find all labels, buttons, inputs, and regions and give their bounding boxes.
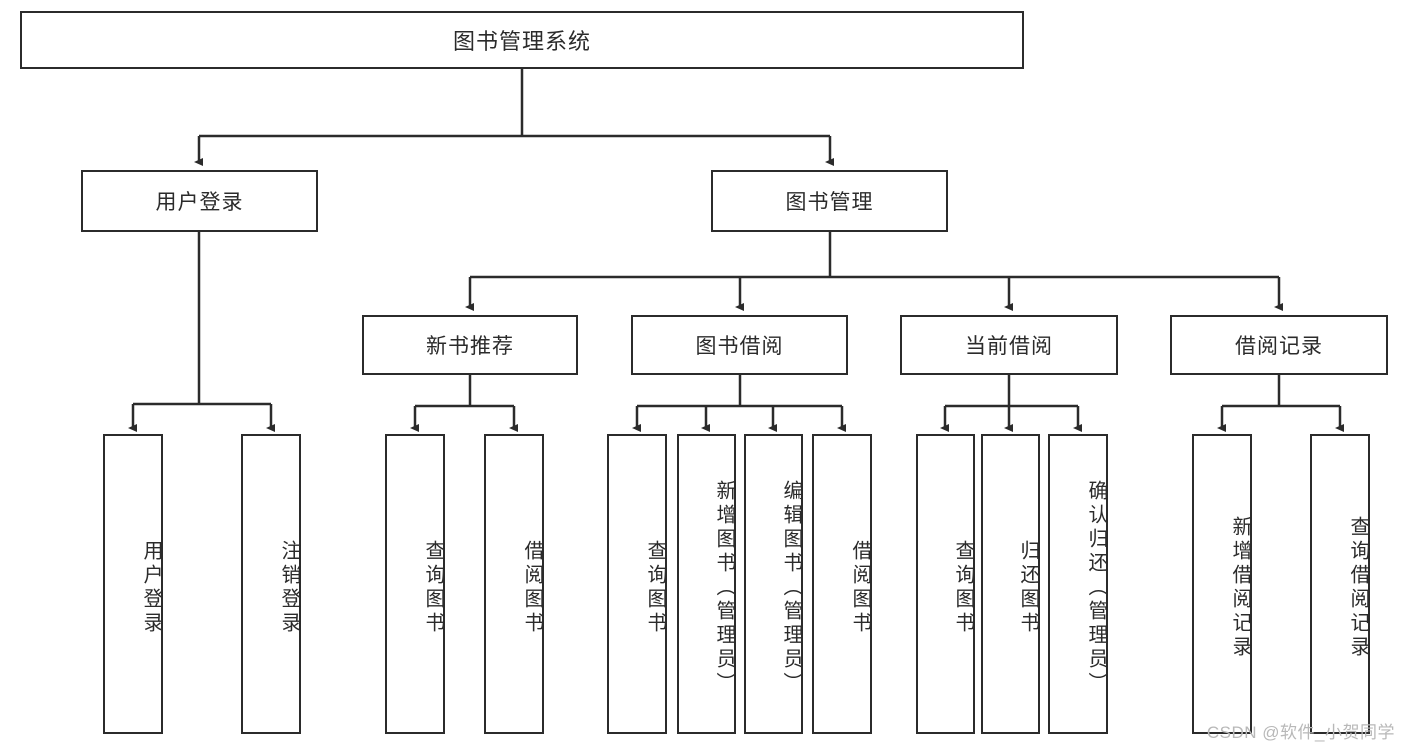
node-root-system[interactable]: 图书管理系统	[20, 11, 1024, 69]
leaf-label: 查询图书	[422, 540, 444, 636]
leaf-label: 用户登录	[140, 540, 162, 636]
leaf-user-login-login[interactable]: 用户登录	[103, 434, 163, 734]
leaf-label: 新增图书（管理员）	[713, 480, 735, 696]
csdn-watermark: CSDN @软件_小贺同学	[1206, 723, 1395, 742]
leaf-borrow-record-query[interactable]: 查询借阅记录	[1310, 434, 1370, 734]
leaf-current-borrow-return[interactable]: 归还图书	[981, 434, 1040, 734]
leaf-current-borrow-query[interactable]: 查询图书	[916, 434, 975, 734]
leaf-label: 注销登录	[278, 540, 300, 636]
leaf-new-book-query[interactable]: 查询图书	[385, 434, 445, 734]
leaf-borrow-record-add[interactable]: 新增借阅记录	[1192, 434, 1252, 734]
leaf-label: 查询借阅记录	[1347, 516, 1369, 660]
node-book-management[interactable]: 图书管理	[711, 170, 948, 232]
leaf-label: 借阅图书	[521, 540, 543, 636]
leaf-label: 查询图书	[952, 540, 974, 636]
leaf-book-borrow-borrow[interactable]: 借阅图书	[812, 434, 872, 734]
leaf-label: 归还图书	[1017, 540, 1039, 636]
leaf-new-book-borrow[interactable]: 借阅图书	[484, 434, 544, 734]
leaf-label: 查询图书	[644, 540, 666, 636]
leaf-book-borrow-query[interactable]: 查询图书	[607, 434, 667, 734]
leaf-label: 确认归还（管理员）	[1085, 480, 1107, 696]
node-new-book-recommend[interactable]: 新书推荐	[362, 315, 578, 375]
leaf-book-borrow-edit[interactable]: 编辑图书（管理员）	[744, 434, 803, 734]
node-borrow-record[interactable]: 借阅记录	[1170, 315, 1388, 375]
leaf-label: 新增借阅记录	[1229, 516, 1251, 660]
leaf-label: 借阅图书	[849, 540, 871, 636]
leaf-user-login-logout[interactable]: 注销登录	[241, 434, 301, 734]
leaf-label: 编辑图书（管理员）	[780, 480, 802, 696]
node-current-borrow[interactable]: 当前借阅	[900, 315, 1118, 375]
node-user-login[interactable]: 用户登录	[81, 170, 318, 232]
node-book-borrow[interactable]: 图书借阅	[631, 315, 848, 375]
leaf-book-borrow-add[interactable]: 新增图书（管理员）	[677, 434, 736, 734]
leaf-current-borrow-confirm-return[interactable]: 确认归还（管理员）	[1048, 434, 1108, 734]
